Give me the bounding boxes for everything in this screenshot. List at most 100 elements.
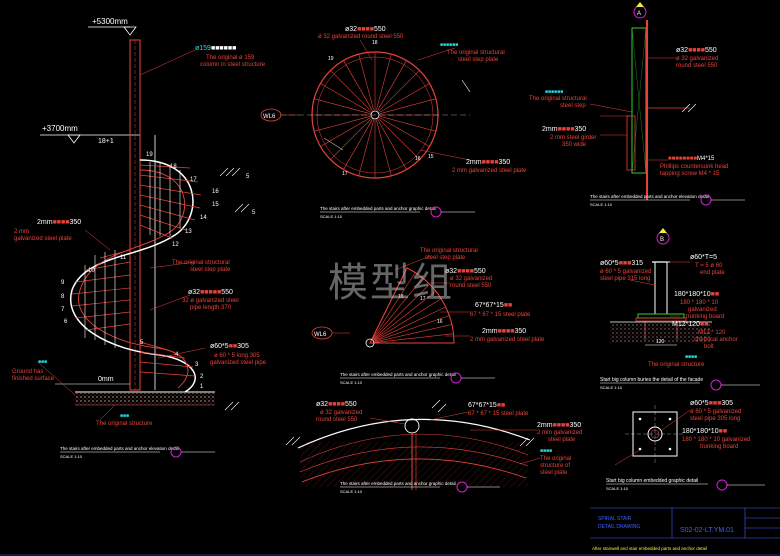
plan-top-caption: The stairs after embedded parts and anch… [320,206,436,211]
column-dim: 120 [656,339,665,345]
side-orig: steel step [560,103,586,109]
section-mark: 5 [246,174,250,180]
tube-desc: ø 60 * 5 long 305 [214,353,260,359]
step-number: 3 [195,362,199,368]
tread-line [379,116,436,132]
svg-text:19: 19 [328,56,334,62]
stair-elevation: +5300mm +3700mm 18+1 [12,17,267,459]
svg-text:17: 17 [420,296,426,302]
tread-line [379,117,430,147]
plan-mid-angle-desc: 67 * 67 * 15 steel plate [470,312,531,318]
plan-top-orig: steel step plate [458,57,499,63]
plan-top-desc: ø 32 galvanized round steel 550 [318,34,404,40]
column-caption: Start big column buries the detail of th… [600,377,703,383]
plan-mid-angle-code: 67*67*15■■ [475,302,512,309]
plan-top-plate-desc: 2 mm galvanized steel plate [452,168,527,174]
svg-text:15: 15 [428,154,434,160]
mid-level-label: +3700mm [42,124,78,133]
column-plan-stiff-desc: 180 * 180 * 10 galvanized [682,437,750,443]
side-detail: A ø32■■■■550 ø 32 galvanized round steel… [529,2,745,207]
orig-plate-desc: steel step plate [190,267,231,273]
column-bolt-code: M12*120■■ [672,321,709,328]
column-plan-tube-code: ø60*5■■■305 [690,400,733,407]
plan-top-code: ø32■■■■550 [345,26,386,33]
tread-line [379,83,430,113]
zero-level-label: 0mm [98,376,114,383]
step-number: 6 [64,319,68,325]
step-number: 10 [88,268,95,274]
step-number: 19 [146,152,153,158]
section-plate-code: 2mm■■■■350 [537,422,581,429]
section-angle-desc: 67 * 67 * 15 steel plate [468,411,529,417]
svg-text:18: 18 [372,40,378,46]
plan-top-plate-code: 2mm■■■■350 [466,159,510,166]
svg-text:■■■■■■: ■■■■■■ [440,42,458,48]
column-plate-desc: T = 5 ø 60 [695,263,723,269]
step-number: 12 [172,242,179,248]
column-orig: The original structure [648,362,705,368]
pipe-top-desc: The original ø 159 [206,55,255,61]
plan-mid-desc: round steel 550 [450,283,492,289]
step-number: 4 [175,352,179,358]
plan-mid-code: ø32■■■■550 [445,268,486,275]
side-desc: round steel 550 [676,63,718,69]
section-orig: structure of [540,463,570,469]
step-number: 11 [120,255,127,261]
side-code: ø32■■■■550 [676,47,717,54]
svg-text:16: 16 [415,156,421,162]
section-plate-desc: steel plate [548,437,576,443]
column-scale: SCALE 1:10 [600,385,623,390]
step-number: 18 [170,164,177,170]
column-stiff-desc: galvanized [688,307,717,313]
side-plate-desc: 350 wide [562,142,587,148]
plan-mid-tag: WL6 [314,332,327,338]
step-number: 14 [200,215,207,221]
column-plan-stiff-desc: trunking board [700,444,738,450]
pipe-desc: pipe length 370 [190,305,232,311]
stair-scale: SCALE 1:10 [60,454,83,459]
step-count-label: 18+1 [98,138,114,145]
step-number: 7 [61,307,65,313]
column-plate-desc: end plate [700,270,725,276]
column-plan-caption: Start big column embedded graphic detail [606,478,698,484]
svg-text:B: B [660,237,664,243]
title-block: SPIRAL STAIR DETAIL DRAWING S02-02-LT.YM… [0,507,780,556]
tread-line [378,70,420,112]
svg-text:■■■: ■■■ [120,413,129,419]
svg-text:16: 16 [437,319,443,325]
pipe-top-desc: column in steel structure [200,62,266,68]
section-desc: round steel 550 [316,417,358,423]
title-left-2: DETAIL DRAWING [598,524,640,530]
plate-desc: 2 mm [14,229,29,235]
tube-desc: galvanized steel pipe [210,360,267,366]
column-bolt-desc: chemical anchor [694,337,738,343]
side-plate-desc: 2 mm steel girder [550,135,596,141]
plate-code: 2mm■■■■350 [37,219,81,226]
watermark: 模型组 [328,260,454,306]
title-note: After stairwell and stair embedded parts… [592,546,707,551]
step-number: 17 [190,177,197,183]
tread-line [372,272,416,339]
tread-line [314,116,371,132]
tread-line [374,333,454,343]
tread-line [374,324,452,343]
orig-structure-label: The original structure [96,421,153,427]
column-plan-tube-desc: steel pipe 305 long [690,416,740,422]
step-number: 16 [212,189,219,195]
column-plate-code: ø60*T=5 [690,254,717,261]
step-number: 5 [140,340,144,346]
plan-top-orig: The original structural [447,50,505,56]
svg-text:18: 18 [398,294,404,300]
title-left-1: SPIRAL STAIR [598,516,632,522]
column-bolt-desc: M12 * 120 [698,330,726,336]
column-plan-tube-desc: ø 60 * 5 galvanized [690,409,741,415]
tread-line [371,267,408,339]
tread-line [330,70,372,112]
plan-mid-caption: The stairs after embedded parts and anch… [340,372,456,377]
plan-mid-orig: steel step plate [425,255,466,261]
tread-line [378,118,420,160]
tread-line [376,54,392,111]
